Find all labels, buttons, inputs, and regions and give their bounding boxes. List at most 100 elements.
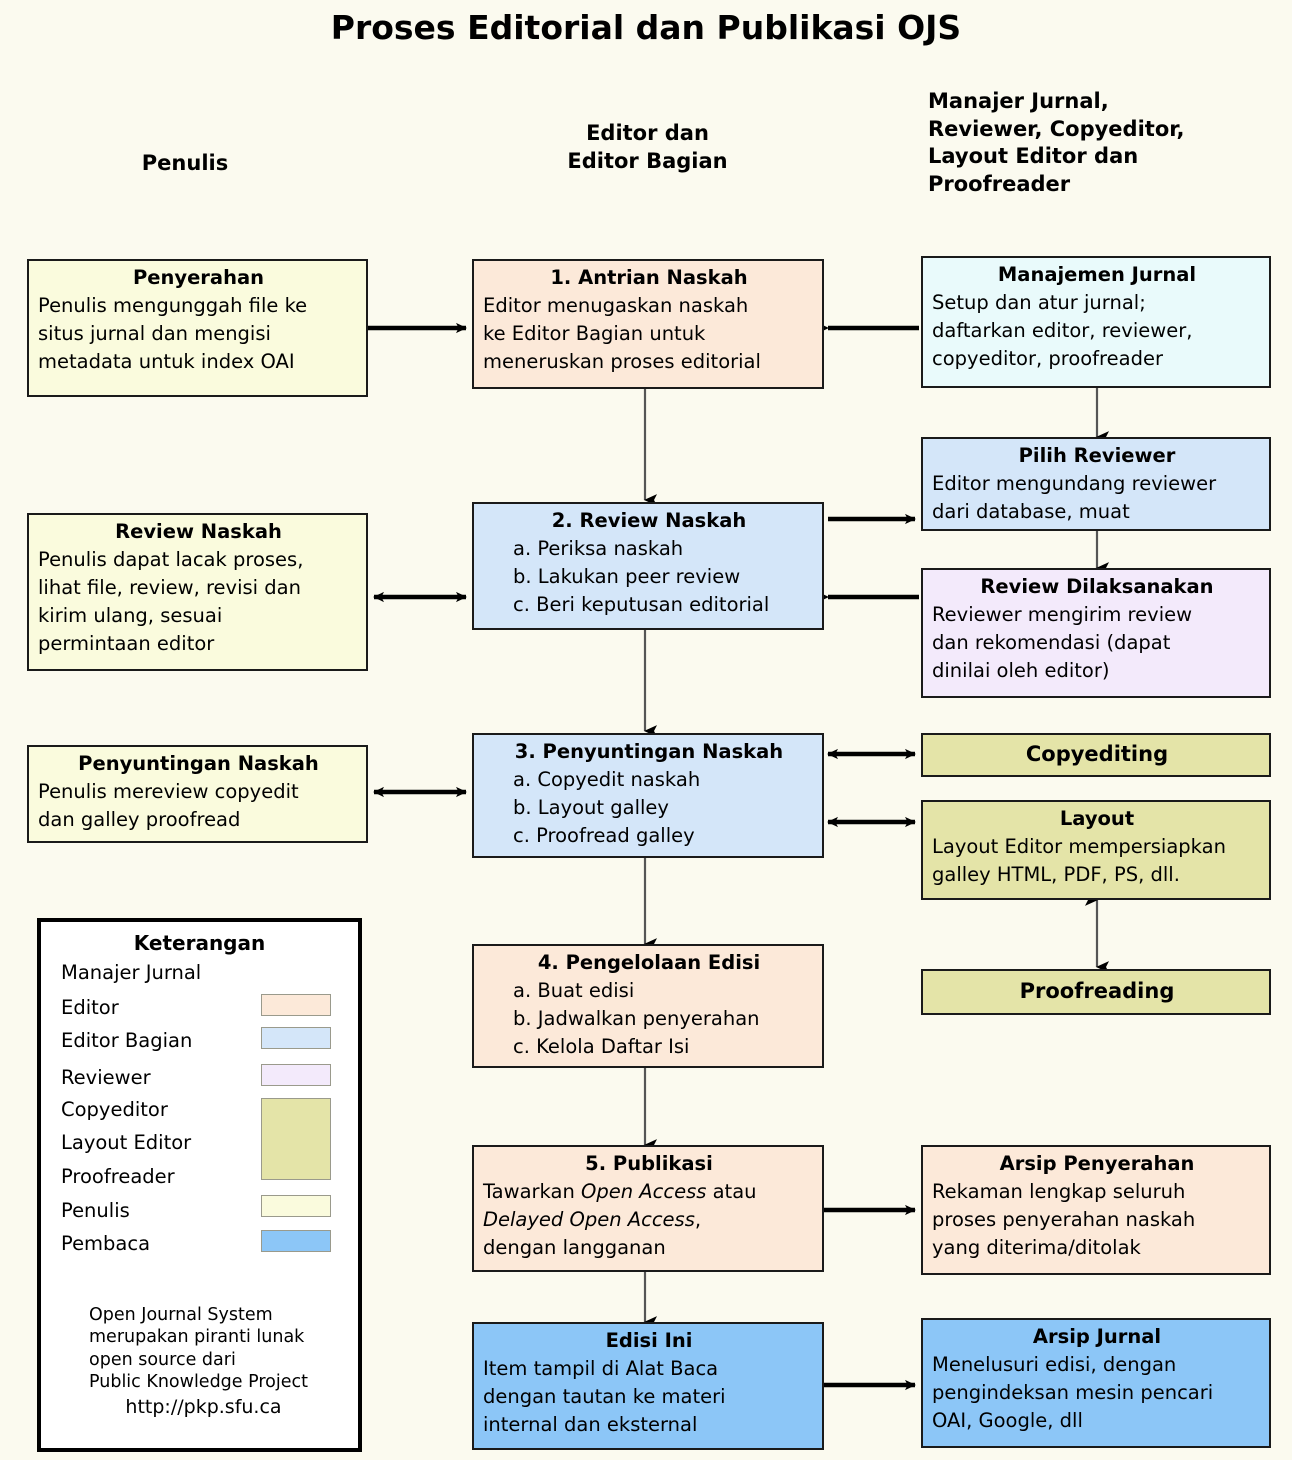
legend-title: Keterangan: [133, 931, 266, 955]
column-header-editor: Editor dan Editor Bagian: [470, 120, 825, 175]
box-manajemen-jurnal[interactable]: Manajemen Jurnal Setup dan atur jurnal; …: [921, 256, 1271, 388]
box-review-naskah-penulis-title: Review Naskah: [115, 520, 282, 543]
legend-item-manajer-jurnal: Manajer Jurnal: [61, 961, 202, 984]
column-header-editor-line2: Editor Bagian: [567, 148, 728, 173]
legend-swatch-pembaca: [261, 1230, 331, 1252]
legend-item-editor: Editor: [61, 996, 119, 1019]
box-review-dilaksanakan-line1: Reviewer mengirim review: [932, 602, 1193, 626]
box-penyuntingan-naskah-item-a: a. Copyedit naskah: [513, 767, 701, 791]
box-penyuntingan-naskah-penulis-line2: dan galley proofread: [38, 807, 241, 831]
box-penyuntingan-naskah-title: 3. Penyuntingan Naskah: [514, 740, 784, 763]
box-manajemen-jurnal-line1: Setup dan atur jurnal;: [932, 290, 1146, 314]
box-penyuntingan-naskah[interactable]: 3. Penyuntingan Naskah a. Copyedit naska…: [472, 733, 824, 858]
box-edisi-ini-line2: dengan tautan ke materi: [483, 1384, 726, 1408]
box-publikasi-delayed-open-access: Delayed Open Access: [483, 1207, 695, 1231]
legend-note-line3: open source dari: [89, 1349, 236, 1370]
box-review-naskah-item-c: c. Beri keputusan editorial: [513, 593, 770, 617]
box-review-dilaksanakan-title: Review Dilaksanakan: [980, 575, 1214, 598]
box-pilih-reviewer[interactable]: Pilih Reviewer Editor mengundang reviewe…: [921, 437, 1271, 531]
box-layout-title: Layout: [1059, 807, 1135, 830]
legend-item-proofreader: Proofreader: [61, 1165, 175, 1188]
box-publikasi-open-access: Open Access: [581, 1179, 707, 1203]
box-review-naskah-penulis-line4: permintaan editor: [38, 632, 215, 656]
box-edisi-ini-title: Edisi Ini: [605, 1329, 693, 1352]
box-pengelolaan-edisi-item-a: a. Buat edisi: [513, 978, 635, 1002]
legend-item-layout-editor: Layout Editor: [61, 1131, 192, 1154]
box-arsip-penyerahan-line2: proses penyerahan naskah: [932, 1207, 1196, 1231]
box-arsip-jurnal[interactable]: Arsip Jurnal Menelusuri edisi, dengan pe…: [921, 1318, 1271, 1448]
box-publikasi-line1-post: atau: [706, 1179, 757, 1203]
legend-item-pembaca: Pembaca: [61, 1232, 151, 1255]
legend-item-reviewer: Reviewer: [61, 1066, 151, 1089]
box-penyerahan-line1: Penulis mengunggah file ke: [38, 293, 308, 317]
column-header-penulis: Penulis: [60, 150, 310, 178]
box-penyuntingan-naskah-penulis-title: Penyuntingan Naskah: [78, 752, 319, 775]
box-pilih-reviewer-line2: dari database, muat: [932, 499, 1130, 523]
page-title: Proses Editorial dan Publikasi OJS: [330, 8, 962, 47]
box-review-naskah-penulis-line1: Penulis dapat lacak proses,: [38, 547, 304, 571]
box-publikasi-line2-post: ,: [694, 1207, 702, 1231]
legend-swatch-copyeditor-layout-proofreader: [261, 1098, 331, 1180]
box-penyuntingan-naskah-item-b: b. Layout galley: [513, 795, 669, 819]
box-review-dilaksanakan[interactable]: Review Dilaksanakan Reviewer mengirim re…: [921, 568, 1271, 698]
box-antrian-naskah-line2: ke Editor Bagian untuk: [483, 321, 706, 345]
box-arsip-jurnal-line1: Menelusuri edisi, dengan: [932, 1352, 1177, 1376]
box-review-naskah[interactable]: 2. Review Naskah a. Periksa naskah b. La…: [472, 502, 824, 630]
box-review-naskah-penulis[interactable]: Review Naskah Penulis dapat lacak proses…: [27, 513, 368, 671]
box-antrian-naskah[interactable]: 1. Antrian Naskah Editor menugaskan nask…: [472, 259, 824, 389]
box-publikasi-line2: Delayed Open Access,: [483, 1206, 815, 1234]
box-review-dilaksanakan-line2: dan rekomendasi (dapat: [932, 630, 1171, 654]
legend-url[interactable]: http://pkp.sfu.ca: [125, 1396, 282, 1418]
column-header-editor-line1: Editor dan: [586, 121, 709, 145]
box-penyuntingan-naskah-penulis-line1: Penulis mereview copyedit: [38, 779, 299, 803]
column-header-lain: Manajer Jurnal, Reviewer, Copyeditor, La…: [928, 88, 1288, 199]
legend-item-penulis: Penulis: [61, 1199, 130, 1222]
box-penyerahan-line2: situs jurnal dan mengisi: [38, 321, 271, 345]
box-edisi-ini[interactable]: Edisi Ini Item tampil di Alat Baca denga…: [472, 1322, 824, 1450]
box-review-naskah-item-b: b. Lakukan peer review: [513, 564, 741, 588]
box-antrian-naskah-line3: meneruskan proses editorial: [483, 350, 761, 374]
box-antrian-naskah-title: 1. Antrian Naskah: [550, 266, 748, 289]
column-header-lain-line2: Reviewer, Copyeditor,: [928, 116, 1185, 141]
box-arsip-penyerahan-title: Arsip Penyerahan: [999, 1152, 1195, 1175]
box-copyediting[interactable]: Copyediting: [921, 733, 1271, 777]
column-header-lain-line1: Manajer Jurnal,: [928, 89, 1109, 113]
legend-item-copyeditor: Copyeditor: [61, 1098, 168, 1121]
box-edisi-ini-line1: Item tampil di Alat Baca: [483, 1356, 719, 1380]
box-penyerahan[interactable]: Penyerahan Penulis mengunggah file ke si…: [27, 259, 368, 397]
box-arsip-penyerahan[interactable]: Arsip Penyerahan Rekaman lengkap seluruh…: [921, 1145, 1271, 1275]
box-publikasi-line1: Tawarkan Open Access atau: [483, 1178, 815, 1206]
column-header-lain-line4: Proofreader: [928, 172, 1071, 197]
box-review-naskah-penulis-line2: lihat file, review, revisi dan: [38, 575, 301, 599]
box-layout-line2: galley HTML, PDF, PS, dll.: [932, 862, 1180, 886]
box-review-naskah-title: 2. Review Naskah: [551, 509, 747, 532]
box-publikasi-line1-pre: Tawarkan: [483, 1179, 582, 1203]
box-review-dilaksanakan-line3: dinilai oleh editor): [932, 659, 1110, 683]
box-layout[interactable]: Layout Layout Editor mempersiapkan galle…: [921, 800, 1271, 900]
box-penyerahan-line3: metadata untuk index OAI: [38, 350, 295, 374]
box-pengelolaan-edisi-title: 4. Pengelolaan Edisi: [537, 951, 761, 974]
legend-swatch-editor-bagian: [261, 1027, 331, 1049]
box-publikasi[interactable]: 5. Publikasi Tawarkan Open Access atau D…: [472, 1145, 824, 1272]
box-pilih-reviewer-title: Pilih Reviewer: [1018, 444, 1176, 467]
box-copyediting-title: Copyediting: [1025, 741, 1169, 766]
box-proofreading[interactable]: Proofreading: [921, 969, 1271, 1015]
box-antrian-naskah-line1: Editor menugaskan naskah: [483, 293, 749, 317]
box-manajemen-jurnal-line2: daftarkan editor, reviewer,: [932, 318, 1193, 342]
box-arsip-penyerahan-line3: yang diterima/ditolak: [932, 1236, 1141, 1260]
column-header-lain-line3: Layout Editor dan: [928, 144, 1139, 169]
legend-panel: Keterangan Manajer Jurnal Editor Editor …: [37, 918, 362, 1452]
box-arsip-jurnal-title: Arsip Jurnal: [1032, 1325, 1162, 1348]
box-review-naskah-item-a: a. Periksa naskah: [513, 536, 684, 560]
legend-swatch-penulis: [261, 1195, 331, 1217]
box-pengelolaan-edisi[interactable]: 4. Pengelolaan Edisi a. Buat edisi b. Ja…: [472, 944, 824, 1068]
box-penyuntingan-naskah-penulis[interactable]: Penyuntingan Naskah Penulis mereview cop…: [27, 745, 368, 843]
box-arsip-jurnal-line3: OAI, Google, dll: [932, 1409, 1083, 1433]
box-arsip-penyerahan-line1: Rekaman lengkap seluruh: [932, 1179, 1186, 1203]
legend-note-line4: Public Knowledge Project: [89, 1372, 308, 1393]
box-pengelolaan-edisi-item-b: b. Jadwalkan penyerahan: [513, 1006, 760, 1030]
box-manajemen-jurnal-line3: copyeditor, proofreader: [932, 347, 1163, 371]
box-edisi-ini-line3: internal dan eksternal: [483, 1413, 698, 1437]
box-pengelolaan-edisi-item-c: c. Kelola Daftar Isi: [513, 1035, 690, 1059]
